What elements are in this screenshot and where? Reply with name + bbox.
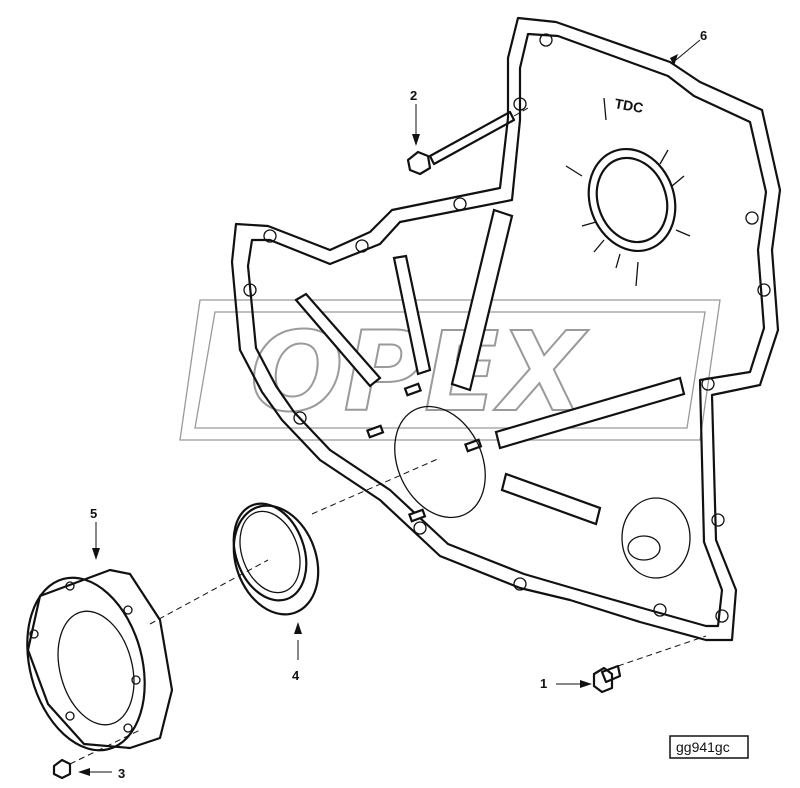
seal-carrier-part-5: 5 — [26, 506, 269, 752]
callout-3: 3 — [118, 766, 125, 781]
tdc-marking: TDC — [613, 95, 644, 116]
callout-6-group: 6 — [670, 28, 707, 66]
callout-4: 4 — [292, 668, 300, 683]
plug-part-3: 3 — [52, 729, 141, 781]
cap-screw-part-2: 2 — [406, 88, 529, 176]
cap-screw-part-1: 1 — [540, 635, 707, 694]
drawing-code-box: gg941gc — [669, 735, 749, 759]
callout-2: 2 — [410, 88, 417, 103]
drawing-code: gg941gc — [676, 739, 730, 755]
callout-6: 6 — [700, 28, 707, 43]
callout-5: 5 — [90, 506, 97, 521]
gear-cover-part-6: TDC — [230, 16, 782, 642]
callout-1: 1 — [540, 676, 547, 691]
watermark: OPEX — [179, 299, 721, 441]
oil-seal-part-4: 4 — [232, 457, 441, 683]
